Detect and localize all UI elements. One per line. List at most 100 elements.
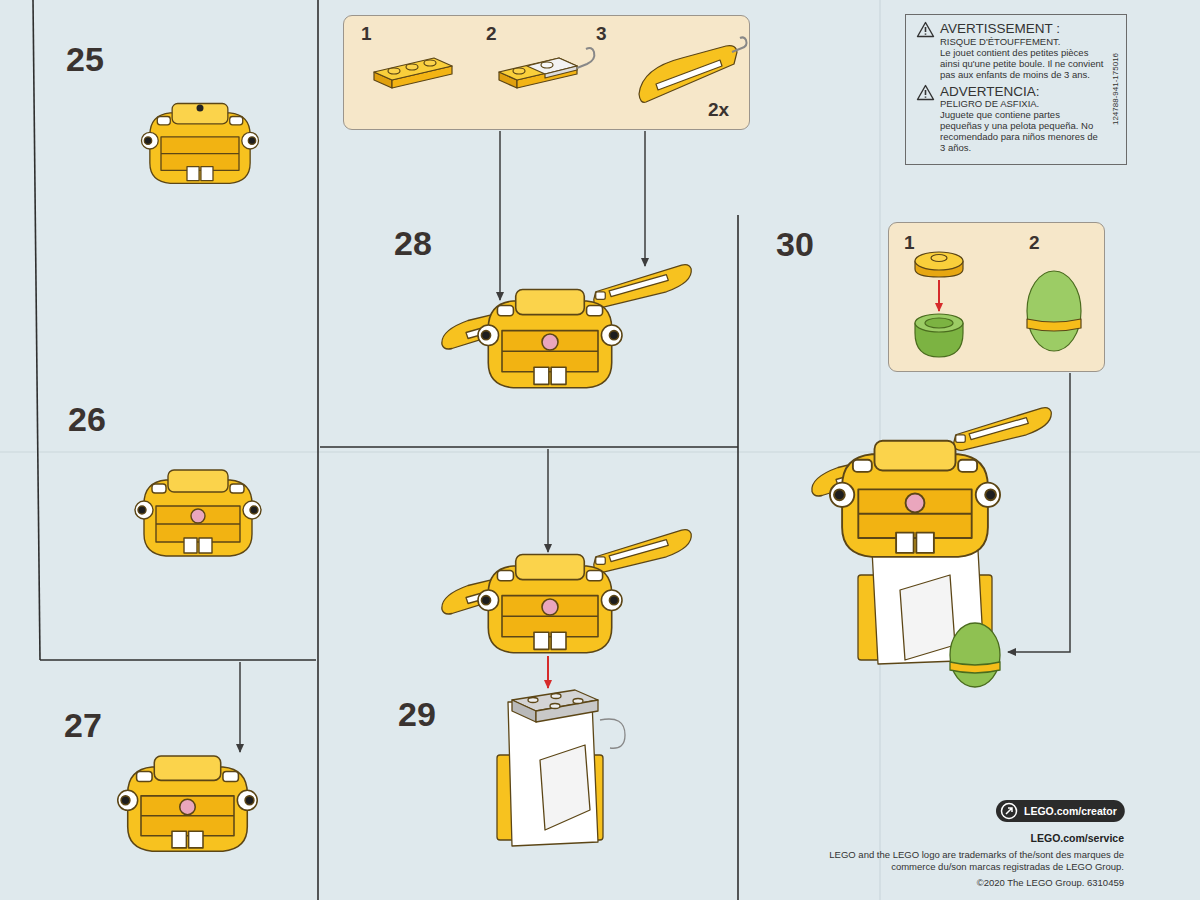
part-drawing <box>915 314 963 332</box>
warning-heading: AVERTISSEMENT : <box>940 22 1104 37</box>
part-drawing <box>931 255 947 262</box>
step-number: 28 <box>394 226 432 260</box>
callout-number: 2 <box>486 24 497 43</box>
part-drawing <box>374 58 452 80</box>
part-drawing <box>1027 271 1081 351</box>
step-29-model <box>600 719 625 748</box>
step-29-model <box>512 700 536 722</box>
link-badge <box>996 800 1125 822</box>
step-29-model <box>528 698 538 703</box>
link-badge <box>1002 804 1017 819</box>
part-drawing <box>925 318 953 328</box>
part-drawing <box>577 48 594 68</box>
item-number: 124788-941-175016 <box>1111 53 1120 125</box>
step-29-model <box>536 700 598 722</box>
part-drawing <box>639 46 737 103</box>
step-number: 30 <box>776 227 814 261</box>
legal-note: LEGO and the LEGO logo are trademarks of… <box>814 849 1124 873</box>
link-badge <box>996 800 1125 822</box>
panel-divider <box>737 215 739 900</box>
panel-divider <box>317 0 319 900</box>
step-27-model <box>118 756 258 851</box>
step-number: 29 <box>398 697 436 731</box>
warning-heading: ADVERTENCIA: <box>940 85 1104 100</box>
warning-triangle <box>918 86 934 100</box>
part-drawing <box>732 37 747 52</box>
step-30-model <box>812 408 1051 687</box>
step-30-model <box>950 623 1000 687</box>
warning-box: AVERTISSEMENT :RISQUE D'ÉTOUFFEMENT.Le j… <box>905 14 1127 165</box>
link-badge <box>1002 804 1017 819</box>
warning-text: Le jouet contient des petites pièces ain… <box>940 48 1104 81</box>
part-drawing <box>374 37 747 102</box>
step-29-model <box>550 704 560 709</box>
step-29-model <box>497 690 625 846</box>
callout-number: 2 <box>1029 233 1040 252</box>
warning-triangle <box>925 90 927 98</box>
warning-triangle <box>916 21 935 38</box>
web-link: LEGO.com/service <box>1031 832 1124 844</box>
step-26-model <box>135 470 261 556</box>
part-drawing <box>388 68 400 74</box>
fold-line <box>0 451 1200 452</box>
link-badge <box>1006 808 1012 814</box>
step-30-model <box>900 575 955 660</box>
warning-triangle <box>925 27 927 35</box>
callout-number: 1 <box>904 233 915 252</box>
warning-text: Juguete que contiene partes pequeñas y u… <box>940 110 1104 154</box>
panel-divider <box>33 0 738 900</box>
step-29-model <box>442 530 691 846</box>
web-link: LEGO.com/creator <box>1024 805 1117 817</box>
step-30-model <box>830 441 1000 557</box>
warning-subheading: RISQUE D'ÉTOUFFEMENT. <box>940 37 1104 48</box>
warning-triangle <box>918 23 934 37</box>
step-28-model <box>442 265 691 388</box>
callout-number: 2x <box>708 100 729 119</box>
panel-divider <box>40 659 316 661</box>
parts-callout: 1 2 3 2x <box>343 15 750 130</box>
assembly-arrow <box>239 662 241 752</box>
step-29-model <box>478 555 622 653</box>
part-drawing <box>889 223 1106 373</box>
assembly-arrow <box>499 131 501 300</box>
step-30-model <box>954 408 1051 451</box>
assembly-arrow <box>644 131 646 266</box>
step-28-model <box>478 290 622 388</box>
assembly-arrow <box>547 449 549 552</box>
panel-divider <box>320 446 738 448</box>
part-drawing <box>656 60 722 90</box>
step-29-model <box>547 656 549 688</box>
step-29-model <box>508 702 598 846</box>
part-drawing <box>915 271 1081 357</box>
step-26-model <box>135 470 261 556</box>
step-30-model <box>950 623 1000 687</box>
step-25-model <box>197 105 204 112</box>
step-28-model <box>594 265 691 308</box>
panel-divider <box>33 0 40 660</box>
warning-subheading: PELIGRO DE ASFIXIA. <box>940 99 1104 110</box>
step-29-model <box>540 745 590 830</box>
step-27-model <box>118 756 258 851</box>
step-25-model <box>142 104 259 184</box>
step-number: 27 <box>64 708 102 742</box>
part-drawing <box>406 64 418 70</box>
parts-callout: 12 <box>888 222 1105 372</box>
step-29-model <box>573 699 583 704</box>
part-drawing <box>424 60 436 66</box>
step-29-model <box>551 694 561 699</box>
part-drawing <box>344 16 751 131</box>
legal-note: ©2020 The LEGO Group. 6310459 <box>977 877 1124 889</box>
step-30-model <box>950 662 1000 673</box>
step-29-model <box>594 530 691 573</box>
part-drawing <box>1027 319 1081 331</box>
step-number: 26 <box>68 402 106 436</box>
callout-number: 1 <box>361 24 372 43</box>
part-drawing <box>513 68 525 74</box>
part-drawing <box>499 58 577 80</box>
step-number: 25 <box>66 42 104 76</box>
part-drawing <box>938 280 940 311</box>
part-drawing <box>541 62 553 68</box>
callout-number: 3 <box>596 24 607 43</box>
